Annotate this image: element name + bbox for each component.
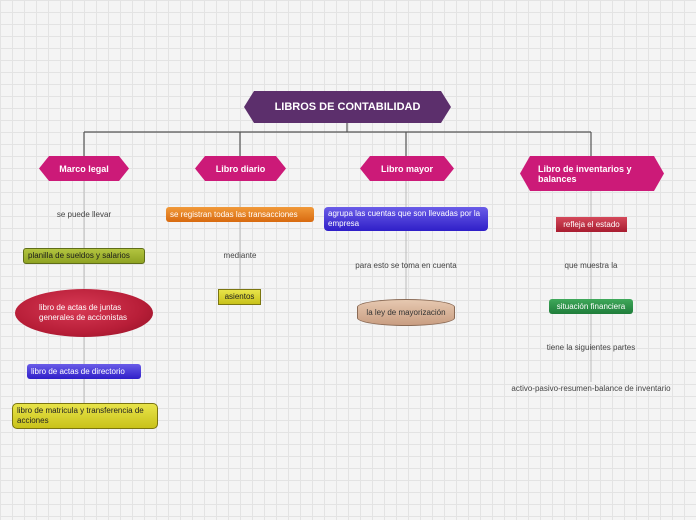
topic-asientos[interactable]: asientos: [218, 289, 261, 305]
branch-libro-mayor[interactable]: Libro mayor: [360, 156, 454, 181]
topic-actas-directorio[interactable]: libro de actas de directorio: [27, 364, 141, 379]
topic-matricula[interactable]: libro de matricula y transferencia de ac…: [12, 403, 158, 429]
branch-marco-legal[interactable]: Marco legal: [39, 156, 129, 181]
topic-actas-juntas[interactable]: libro de actas de juntas generales de ac…: [15, 289, 153, 337]
branch-label: Marco legal: [59, 163, 109, 174]
link-label: tiene la siguientes partes: [546, 343, 636, 352]
branch-label: Libro diario: [215, 163, 266, 174]
link-label: se puede llevar: [56, 210, 112, 219]
topic-planilla[interactable]: planilla de sueldos y salarios: [23, 248, 145, 264]
link-label: mediante: [223, 251, 257, 260]
topic-situacion-financiera[interactable]: situación financiera: [549, 299, 633, 314]
root-label: LIBROS DE CONTABILIDAD: [274, 101, 421, 113]
branch-libro-inventarios[interactable]: Libro de inventarios y balances: [520, 156, 664, 191]
topic-registran[interactable]: se registran todas las transacciones: [166, 207, 314, 222]
branch-libro-diario[interactable]: Libro diario: [195, 156, 286, 181]
branch-label: Libro mayor: [380, 163, 433, 174]
link-label: para esto se toma en cuenta: [355, 261, 457, 270]
link-label: que muestra la: [564, 261, 618, 270]
topic-agrupa-cuentas[interactable]: agrupa las cuentas que son llevadas por …: [324, 207, 488, 231]
topic-ley-mayorizacion[interactable]: la ley de mayorización: [357, 299, 455, 326]
topic-refleja-estado[interactable]: refleja el estado: [556, 217, 627, 232]
root-node[interactable]: LIBROS DE CONTABILIDAD: [244, 91, 451, 123]
topic-partes[interactable]: activo-pasivo-resumen-balance de inventa…: [511, 384, 671, 393]
branch-label: Libro de inventarios y balances: [538, 163, 632, 184]
